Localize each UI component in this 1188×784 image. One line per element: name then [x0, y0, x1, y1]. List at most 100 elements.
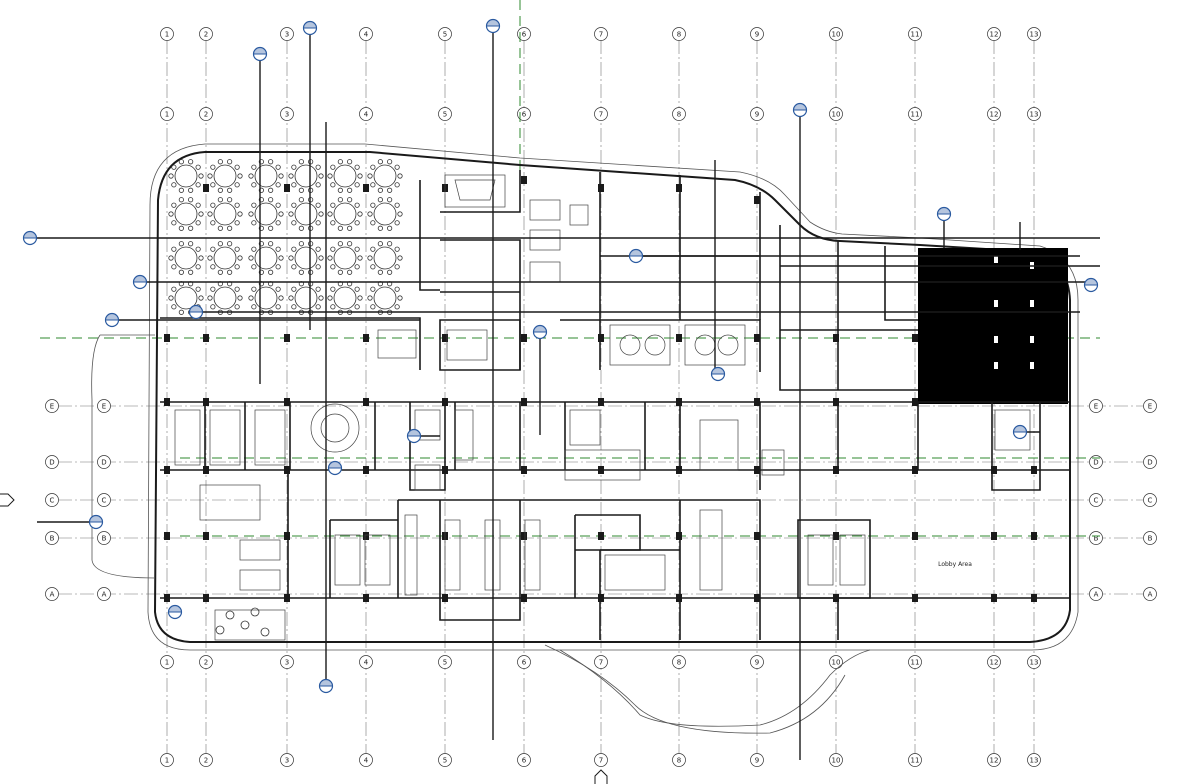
column-post	[363, 184, 369, 192]
round-table	[288, 159, 324, 193]
grid-bubble-label: 1	[165, 111, 169, 119]
section-markers	[22, 18, 1099, 694]
grid-bubble-row-E: E	[1143, 399, 1157, 413]
column-post	[676, 532, 682, 540]
grid-bubble-label: 1	[165, 31, 169, 39]
grid-bubble-label: B	[102, 535, 107, 543]
cafe-table	[260, 627, 270, 637]
grid-bubble-row-B: B	[45, 531, 59, 545]
section-marker	[710, 366, 726, 382]
column-post	[676, 594, 682, 602]
grid-bubble-row-C: C	[97, 493, 111, 507]
column-post	[203, 334, 209, 342]
grid-bubble-label: 11	[911, 31, 920, 39]
grid-bubble-label: 3	[285, 111, 289, 119]
grid-bubble-label: 5	[443, 111, 447, 119]
grid-bubble-col-6: 6	[517, 753, 531, 767]
grid-bubble-label: C	[50, 497, 55, 505]
round-table	[367, 159, 403, 193]
column-post	[754, 398, 760, 406]
column-post	[912, 466, 918, 474]
column-post	[754, 594, 760, 602]
section-marker	[1012, 424, 1028, 440]
solid-zone-block	[918, 248, 1068, 404]
column-post	[912, 398, 918, 406]
grid-bubble-label: 6	[522, 659, 527, 667]
grid-bubble-label: D	[1093, 459, 1098, 467]
column-post	[284, 466, 290, 474]
grid-bubble-col-5: 5	[438, 753, 452, 767]
grid-bubble-label: 5	[443, 31, 447, 39]
column-post	[676, 466, 682, 474]
column-post	[676, 334, 682, 342]
round-table	[248, 159, 284, 193]
banquet-tables	[168, 159, 403, 637]
grid-bubble-label: 12	[990, 659, 999, 667]
grid-bubble-col-1: 1	[160, 27, 174, 41]
section-marker	[532, 324, 548, 340]
grid-bubble-label: 7	[599, 757, 603, 765]
grid-bubble-col-5: 5	[438, 27, 452, 41]
grid-bubble-label: 6	[522, 31, 527, 39]
grid-bubble-label: C	[102, 497, 107, 505]
grid-bubble-col-12: 12	[987, 27, 1001, 41]
grid-bubble-col-8: 8	[672, 655, 686, 669]
column-post	[203, 532, 209, 540]
column-post	[442, 398, 448, 406]
column-post	[203, 594, 209, 602]
column-post	[284, 532, 290, 540]
grid-bubble-label: 10	[832, 31, 841, 39]
grid-bubble-col-12: 12	[987, 655, 1001, 669]
grid-bubble-col-9: 9	[750, 655, 764, 669]
column-post	[521, 466, 527, 474]
grid-bubble-row-A: A	[45, 587, 59, 601]
round-table	[367, 197, 403, 231]
column-post	[598, 466, 604, 474]
grid-bubble-label: B	[50, 535, 55, 543]
grid-bubble-col-13: 13	[1027, 753, 1041, 767]
grid-bubble-label: 6	[522, 111, 527, 119]
column-post	[164, 594, 170, 602]
round-table	[248, 241, 284, 275]
grid-bubble-col-11: 11	[908, 753, 922, 767]
grid-bubble-label: 2	[204, 111, 208, 119]
grid-bubble-label: 2	[204, 31, 208, 39]
grid-bubble-label: E	[102, 403, 106, 411]
grid-bubble-label: 1	[165, 659, 169, 667]
column-post	[754, 466, 760, 474]
grid-bubble-col-13: 13	[1027, 655, 1041, 669]
grid-bubble-col-4: 4	[359, 27, 373, 41]
grid-bubble-row-C: C	[45, 493, 59, 507]
grid-bubble-col-10: 10	[829, 27, 843, 41]
grid-bubble-label: 13	[1030, 31, 1039, 39]
grid-bubble-row-B: B	[97, 531, 111, 545]
column-post	[363, 466, 369, 474]
column-post	[284, 398, 290, 406]
column-post	[363, 532, 369, 540]
column-post	[1031, 594, 1037, 602]
grid-bubble-col-12: 12	[987, 753, 1001, 767]
grid-bubble-label: 10	[832, 111, 841, 119]
grid-bubble-row-B: B	[1089, 531, 1103, 545]
room-label-lobby: Lobby Area	[938, 561, 972, 568]
grid-bubble-col-4: 4	[359, 107, 373, 121]
grid-bubble-label: A	[1148, 591, 1153, 599]
column-post	[833, 532, 839, 540]
round-table	[168, 159, 204, 193]
grid-bubble-col-1: 1	[160, 655, 174, 669]
grid-bubble-row-D: D	[1089, 455, 1103, 469]
grid-bubble-col-7: 7	[594, 107, 608, 121]
column-post	[1031, 466, 1037, 474]
grid-bubble-col-11: 11	[908, 27, 922, 41]
round-table	[327, 281, 363, 315]
grid-bubble-label: 5	[443, 659, 447, 667]
grid-bubble-col-7: 7	[594, 753, 608, 767]
grid-bubble-col-6: 6	[517, 27, 531, 41]
grid-bubble-row-A: A	[1143, 587, 1157, 601]
grid-bubble-label: 8	[677, 757, 681, 765]
round-table	[327, 159, 363, 193]
grid-bubble-label: 9	[755, 31, 759, 39]
section-marker	[1083, 277, 1099, 293]
grid-bubble-label: 13	[1030, 111, 1039, 119]
column-post	[833, 398, 839, 406]
